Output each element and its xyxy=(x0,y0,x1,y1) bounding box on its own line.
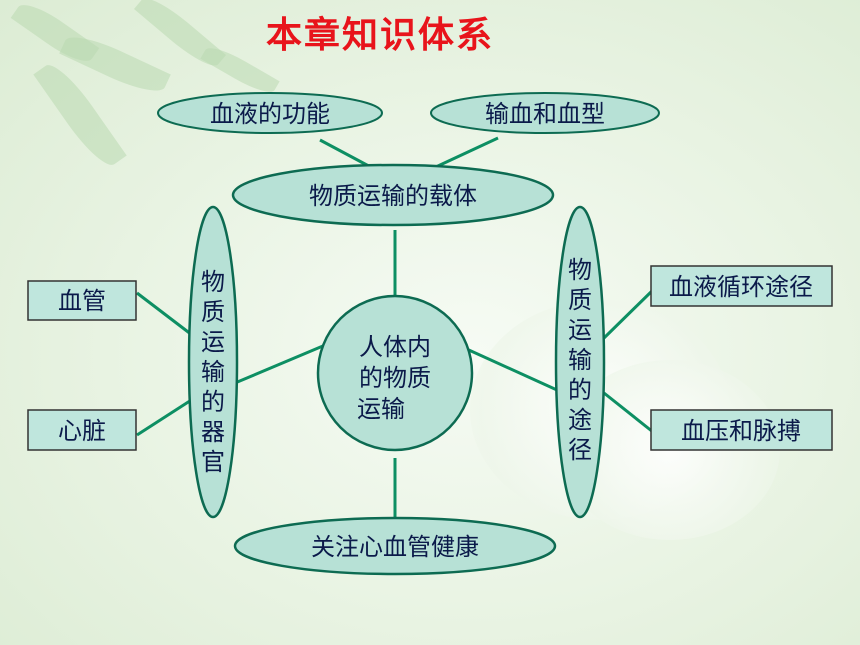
center-line: 的物质 xyxy=(359,364,431,392)
node-transfusion-blood-type: 输血和血型 xyxy=(430,92,660,134)
vertical-char: 输 xyxy=(568,346,592,374)
page-title: 本章知识体系 xyxy=(265,15,494,56)
box-heart: 心脏 xyxy=(27,409,137,451)
vertical-char: 途 xyxy=(568,406,592,434)
vertical-char: 输 xyxy=(201,358,225,386)
node-label: 物质运输的载体 xyxy=(309,182,477,210)
vertical-char: 质 xyxy=(568,286,592,314)
vertical-char: 质 xyxy=(201,298,225,326)
node-blood-function: 血液的功能 xyxy=(157,92,383,134)
node-organs: 物 质 运 输 的 器 官 xyxy=(187,205,239,519)
box-blood-circulation: 血液循环途径 xyxy=(650,265,833,307)
box-blood-vessel: 血管 xyxy=(27,280,137,321)
connector-lines xyxy=(136,136,655,527)
node-health: 关注心血管健康 xyxy=(233,516,557,576)
node-label: 输血和血型 xyxy=(485,100,605,128)
vertical-char: 运 xyxy=(201,328,225,356)
box-label: 心脏 xyxy=(58,417,106,445)
box-label: 血压和脉搏 xyxy=(681,417,801,445)
vertical-char: 官 xyxy=(201,448,225,476)
box-label: 血管 xyxy=(58,287,106,315)
node-pathways: 物 质 运 输 的 途 径 xyxy=(554,205,606,519)
center-line: 运输 xyxy=(357,395,405,423)
connector-line xyxy=(602,288,655,340)
vertical-char: 物 xyxy=(201,268,225,296)
box-blood-pressure-pulse: 血压和脉搏 xyxy=(650,409,833,451)
box-label: 血液循环途径 xyxy=(669,273,813,301)
node-label: 关注心血管健康 xyxy=(311,533,479,561)
connector-line xyxy=(234,341,331,385)
connector-line xyxy=(136,395,197,437)
vertical-char: 的 xyxy=(201,388,225,416)
node-center: 人体内 的物质 运输 xyxy=(316,294,474,452)
vertical-char: 径 xyxy=(568,436,592,464)
vertical-char: 物 xyxy=(568,256,592,284)
connector-line xyxy=(603,391,654,434)
node-carrier: 物质运输的载体 xyxy=(231,163,555,227)
node-label: 血液的功能 xyxy=(210,100,330,128)
connector-line xyxy=(136,291,197,340)
center-line: 人体内 xyxy=(359,333,431,361)
vertical-char: 器 xyxy=(201,418,225,446)
vertical-char: 运 xyxy=(568,316,592,344)
vertical-char: 的 xyxy=(568,376,592,404)
connector-line xyxy=(459,344,558,392)
